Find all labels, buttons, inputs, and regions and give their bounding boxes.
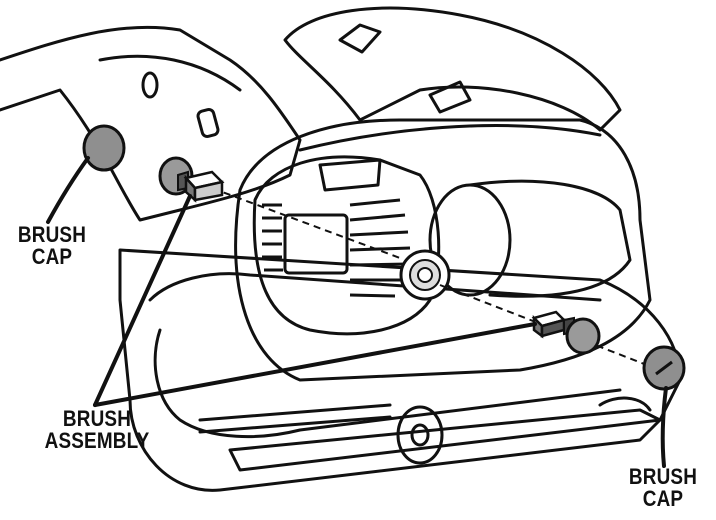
body-top-curve (298, 124, 602, 152)
brush-cap-label-right: BRUSH CAP (621, 466, 705, 510)
motor-window (283, 213, 349, 275)
handle-hole (141, 71, 159, 99)
brush-cap-label-left: BRUSH CAP (11, 224, 94, 268)
leader-lines (46, 156, 668, 468)
motor-top-vent (318, 158, 382, 192)
main-body (234, 118, 652, 382)
leader-cap-left (46, 156, 90, 224)
brush-assembly-line-1: BRUSH (62, 406, 132, 431)
belt-tracking (598, 396, 652, 412)
front-roller-pin (410, 423, 430, 447)
brush-cap-right-line-2: CAP (642, 486, 684, 511)
top-clip-2 (428, 80, 472, 114)
handle-slot (196, 107, 220, 139)
top-housing (283, 6, 622, 132)
brush-port-disc-right (565, 317, 601, 355)
brush-assembly-left (177, 170, 225, 203)
base-slot-2 (198, 415, 392, 434)
vent-fins (262, 198, 411, 298)
brush-cap-left-line-1: BRUSH (17, 222, 87, 247)
base-slot (198, 403, 392, 422)
rear-handle (0, 25, 302, 222)
leader-assembly-1 (93, 194, 192, 407)
brush-cap-right-line-1: BRUSH (628, 464, 698, 489)
brush-cap-left-icon (82, 124, 126, 172)
front-roller (396, 405, 444, 465)
leader-assembly-2 (93, 322, 537, 407)
belt-top (148, 272, 602, 302)
brush-cap-right-icon (642, 345, 686, 391)
top-clip (338, 23, 382, 54)
belt-side (153, 328, 622, 439)
handle-grip (98, 54, 242, 92)
base-front (228, 408, 662, 472)
sander-base (118, 248, 682, 492)
brush-assembly-line-2: ASSEMBLY (44, 428, 150, 453)
right-cylinder-body (468, 179, 632, 298)
leader-cap-right (660, 386, 668, 468)
brush-cap-left-line-2: CAP (31, 244, 73, 269)
brush-assembly-label: BRUSH ASSEMBLY (33, 408, 162, 452)
